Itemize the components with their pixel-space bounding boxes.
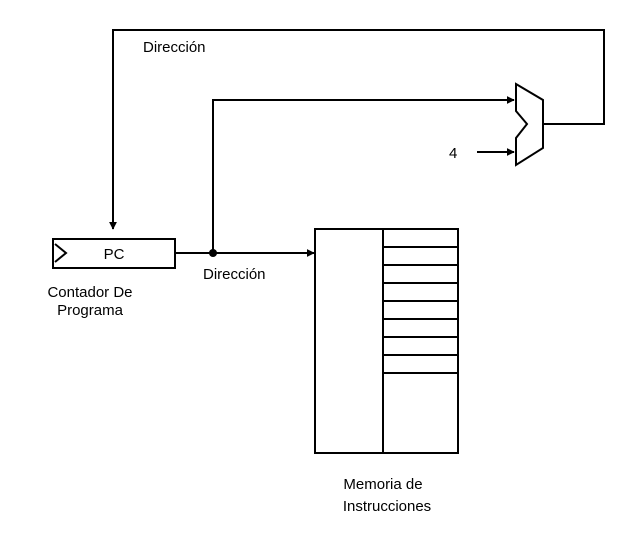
adder-output-wire [109,29,605,230]
clock-triangle-icon [54,243,68,263]
pc-caption-line2: Programa [57,302,124,319]
pc-register-label: PC [104,246,125,263]
pc-to-adder-wire [212,96,515,253]
pc-caption-line1: Contador De [47,284,132,301]
memory-caption-line1: Memoria de [343,476,422,493]
memory-caption-line2: Instrucciones [343,498,431,515]
address-top-label: Dirección [143,39,206,56]
adder-unit [515,82,544,167]
instruction-memory [314,228,459,454]
memory-block [314,228,459,454]
adder-constant-label: 4 [449,145,457,162]
address-bottom-label: Dirección [203,266,266,283]
